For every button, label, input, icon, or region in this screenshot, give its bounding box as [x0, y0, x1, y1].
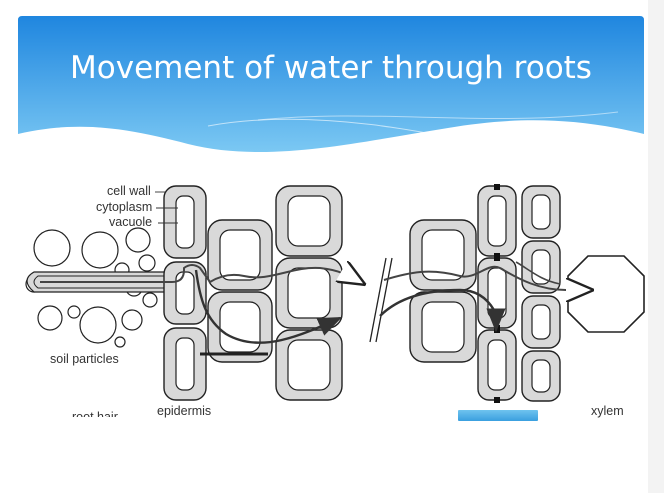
label-vacuole: vacuole	[109, 215, 153, 229]
cortex-cells-a	[207, 219, 273, 363]
root-water-diagram	[25, 184, 645, 403]
epidermis-cells	[163, 185, 207, 401]
cortex-cells-b	[275, 185, 343, 401]
water-pathways	[40, 262, 592, 356]
label-cytoplasm: cytoplasm	[96, 200, 153, 214]
label-cover-box	[458, 410, 538, 421]
xylem-vessel	[567, 255, 645, 333]
label-xylem: xylem	[591, 404, 624, 418]
endodermis-cells	[477, 184, 517, 403]
section-break	[369, 257, 393, 343]
soil-particles	[25, 227, 158, 348]
slide-header	[18, 16, 644, 157]
slide-edge	[648, 0, 664, 493]
label-cell-wall: cell wall	[107, 184, 151, 198]
label-epidermis: epidermis	[157, 404, 212, 418]
pericycle-cells	[521, 185, 561, 402]
label-leaders	[155, 191, 178, 224]
slide-title: Movement of water through roots	[70, 50, 592, 86]
label-root-hair: root hair	[72, 411, 118, 417]
label-soil-particles: soil particles	[50, 352, 119, 366]
